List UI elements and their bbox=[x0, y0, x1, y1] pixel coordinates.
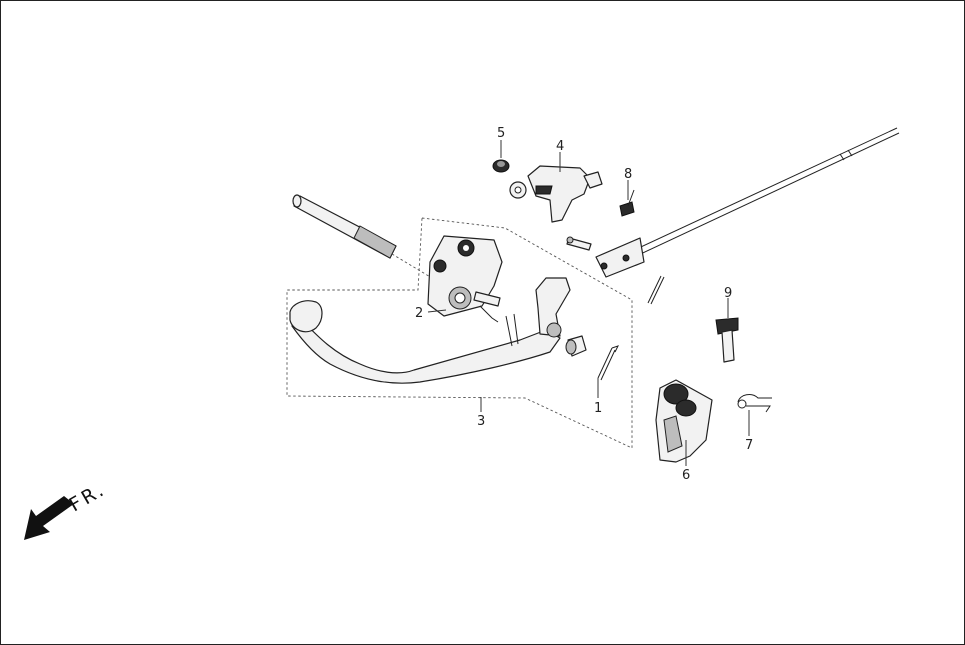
rod-pin bbox=[566, 236, 592, 251]
part-small-bolt bbox=[619, 189, 635, 217]
part-brake-pedal bbox=[289, 277, 571, 384]
callout-1: 1 bbox=[594, 401, 602, 416]
brake-rod bbox=[595, 127, 900, 278]
callout-3: 3 bbox=[477, 414, 485, 429]
callout-5: 5 bbox=[497, 126, 505, 141]
leader-2 bbox=[427, 309, 447, 313]
callout-9: 9 bbox=[724, 286, 732, 301]
callout-4: 4 bbox=[556, 139, 564, 154]
pivot-shaft bbox=[292, 194, 433, 279]
front-direction-label: FR. bbox=[66, 478, 110, 516]
assembly-outline bbox=[286, 217, 633, 449]
callout-8: 8 bbox=[624, 167, 632, 182]
front-direction-arrow-icon bbox=[24, 496, 74, 540]
part-bracket bbox=[427, 235, 503, 323]
callout-2: 2 bbox=[415, 306, 423, 321]
callout-7: 7 bbox=[745, 438, 753, 453]
part-mount-bracket bbox=[655, 379, 713, 463]
part-spring-clip bbox=[737, 394, 772, 413]
part-washer bbox=[492, 159, 510, 173]
cotter-pin-upper bbox=[647, 275, 665, 305]
part-roller bbox=[565, 335, 619, 381]
part-switch-housing bbox=[509, 165, 603, 223]
callout-6: 6 bbox=[682, 468, 690, 483]
part-bolt bbox=[715, 317, 739, 363]
